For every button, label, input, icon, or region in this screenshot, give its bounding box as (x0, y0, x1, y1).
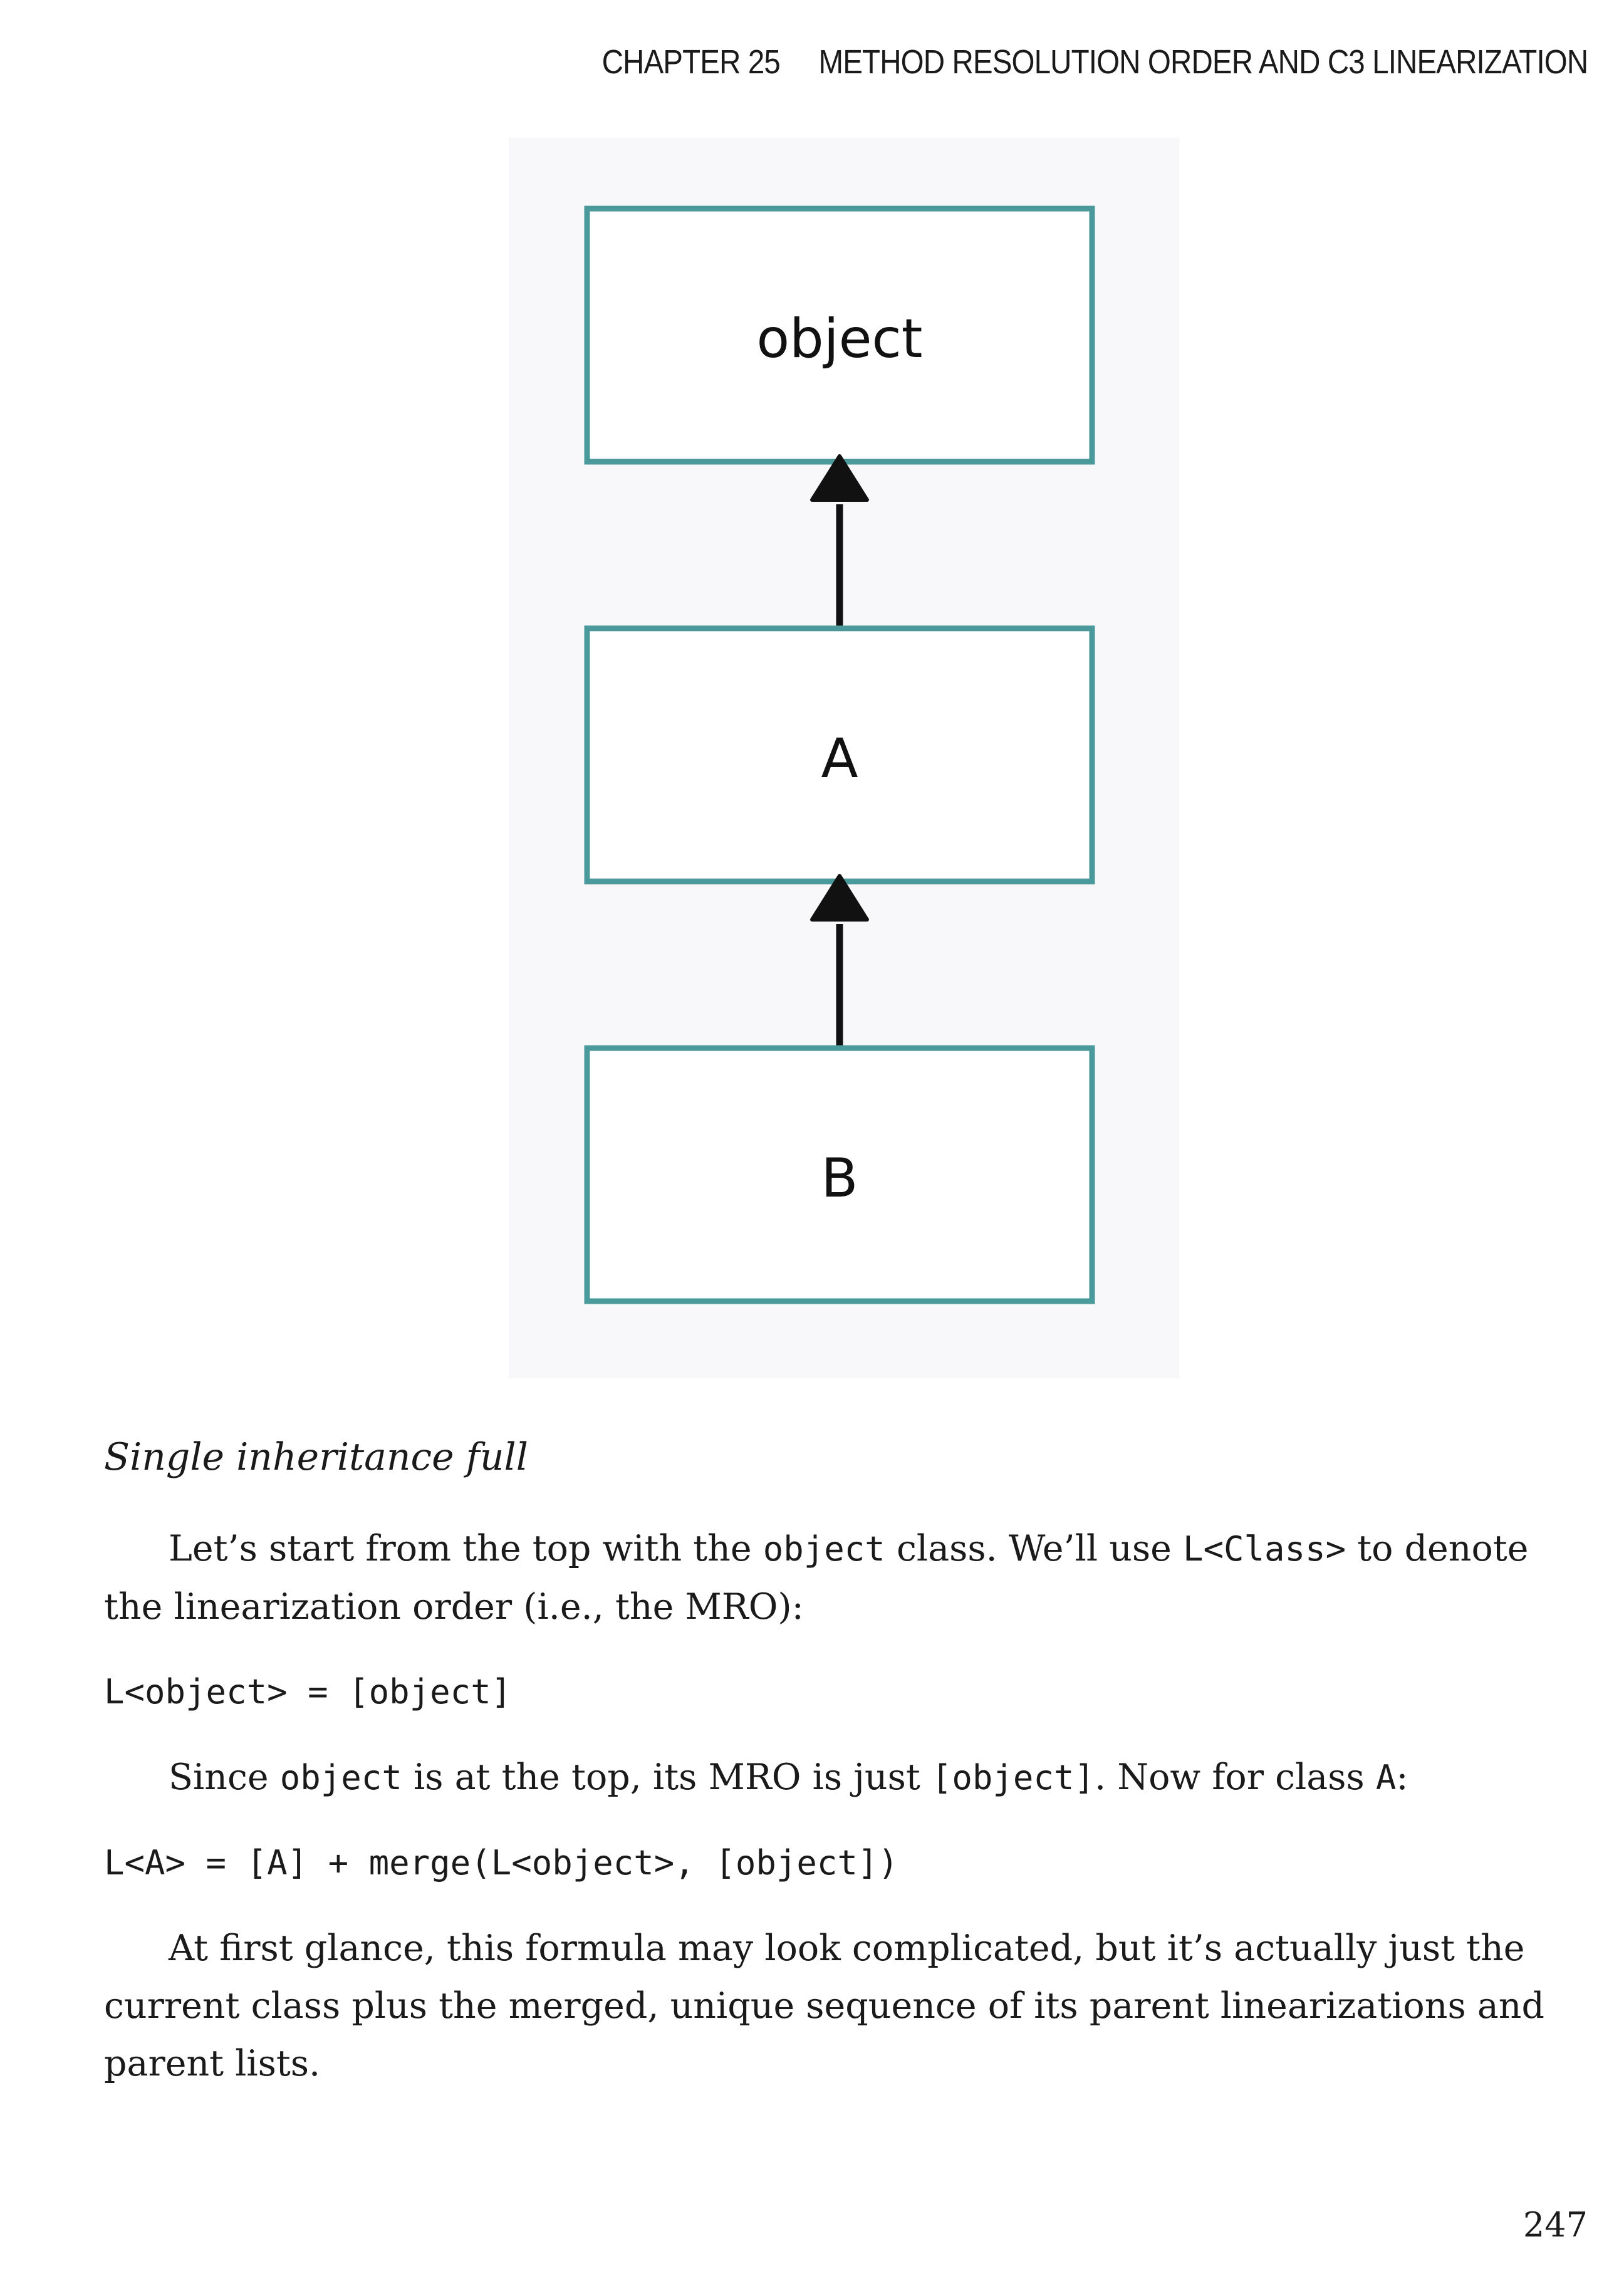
page-number: 247 (1522, 2205, 1588, 2245)
inline-code: object (763, 1529, 885, 1569)
text-run: class. We’ll use (885, 1528, 1184, 1569)
chapter-number: CHAPTER 25 (601, 43, 780, 81)
code-block-object: L<object> = [object] (104, 1672, 512, 1712)
node-b-label: B (821, 1147, 858, 1210)
node-a-box (584, 625, 1095, 885)
inheritance-diagram: object A B (509, 138, 1179, 1378)
inline-code: A (1375, 1758, 1397, 1797)
node-object-label: object (756, 308, 922, 370)
node-b-box (584, 1045, 1095, 1304)
inheritance-diagram-svg: object A B (584, 205, 1095, 1304)
running-header: CHAPTER 25 METHOD RESOLUTION ORDER AND C3… (601, 43, 1588, 81)
edge-a-to-object-arrowhead (810, 454, 869, 502)
node-object-box (584, 205, 1095, 465)
edge-b-to-a-arrowhead (810, 874, 869, 922)
paragraph-explanation: At first glance, this formula may look c… (104, 1928, 1545, 2084)
text-run: to denote the linearization order (i.e.,… (104, 1528, 1529, 1628)
node-a-label: A (821, 727, 858, 790)
body-text: Single inheritance full Let’s start from… (104, 1428, 1589, 2120)
text-run: . Now for class (1094, 1757, 1376, 1798)
inline-code: [object] (931, 1758, 1095, 1797)
section-heading: Single inheritance full (104, 1435, 528, 1479)
paragraph-intro: Let’s start from the top with the object… (104, 1520, 1589, 1636)
text-run: : (1396, 1757, 1408, 1798)
paragraph-mro: Since object is at the top, its MRO is j… (104, 1748, 1589, 1807)
code-block-class-a: L<A> = [A] + merge(L<object>, [object]) (104, 1843, 898, 1883)
text-run: Since (169, 1757, 280, 1798)
chapter-title: METHOD RESOLUTION ORDER AND C3 LINEARIZA… (818, 43, 1588, 81)
inline-code: object (279, 1758, 402, 1797)
inline-code: L<Class> (1183, 1529, 1346, 1569)
text-run: is at the top, its MRO is just (402, 1757, 932, 1798)
text-run: Let’s start from the top with the (169, 1528, 763, 1569)
